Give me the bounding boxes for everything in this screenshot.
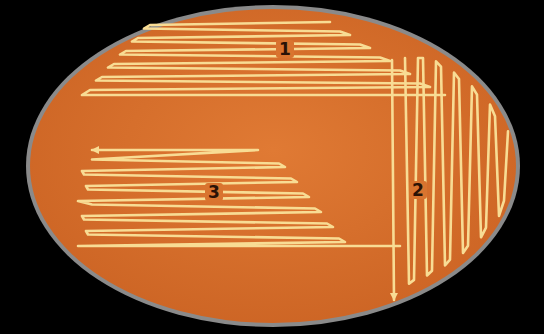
streak-2	[405, 58, 508, 284]
streak-3	[78, 150, 400, 246]
streak-lines	[78, 22, 508, 300]
callout-number: 1	[276, 40, 294, 58]
streak-2-arrow	[392, 60, 394, 300]
callout-number: 3	[205, 183, 223, 201]
streak-1	[82, 22, 445, 95]
callout-number: 2	[409, 181, 427, 199]
agar	[30, 9, 516, 323]
dish-rim	[26, 5, 520, 327]
